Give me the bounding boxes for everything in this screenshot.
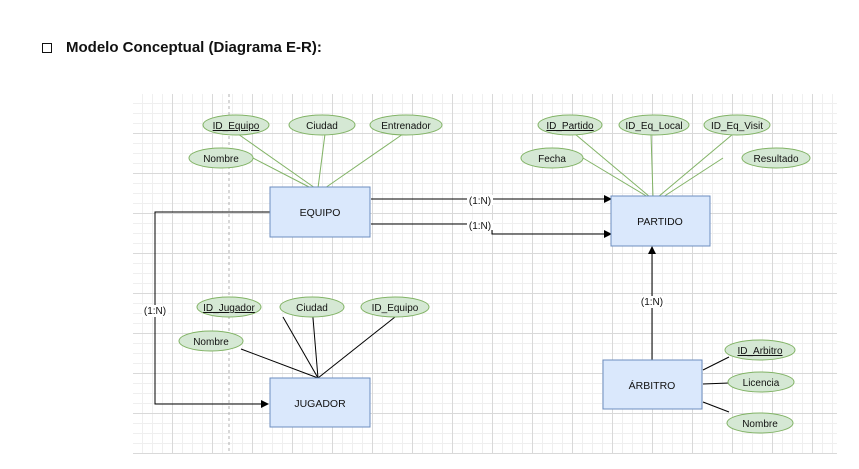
attribute-jugador-id-equipo[interactable]: ID_Equipo [360,296,430,318]
attribute-partido-fecha[interactable]: Fecha [520,147,584,169]
attribute-equipo-id-label: ID_Equipo [213,121,260,132]
attribute-equipo-nombre-label: Nombre [203,154,239,165]
attribute-partido-resultado-label: Resultado [753,154,798,165]
relation-label-equipo-partido-1: (1:N) [469,196,491,207]
attribute-partido-id-label: ID_Partido [546,121,594,132]
attribute-equipo-ciudad[interactable]: Ciudad [288,114,356,136]
relation-label-equipo-partido-2: (1:N) [469,221,491,232]
attribute-partido-fecha-label: Fecha [538,154,566,165]
attribute-jugador-ciudad[interactable]: Ciudad [279,296,345,318]
attribute-partido-resultado[interactable]: Resultado [741,147,811,169]
checkbox-bullet-icon [42,42,52,53]
attribute-equipo-entrenador-label: Entrenador [381,121,431,132]
attribute-arbitro-licencia-label: Licencia [743,378,780,389]
attribute-partido-eq-local-label: ID_Eq_Local [625,121,682,132]
entity-arbitro-label: ÁRBITRO [629,379,676,392]
attribute-arbitro-id[interactable]: ID_Arbitro [724,339,796,361]
attribute-partido-eq-visit-label: ID_Eq_Visit [711,121,763,132]
attribute-partido-id[interactable]: ID_Partido [537,114,603,136]
relation-label-arbitro-partido: (1:N) [641,297,663,308]
attribute-arbitro-nombre[interactable]: Nombre [726,412,794,434]
er-diagram-canvas: (1:N) (1:N) (1:N) (1:N) EQUIPO PARTIDO J… [133,94,837,454]
relation-label-equipo-jugador: (1:N) [144,306,166,317]
attribute-jugador-ciudad-label: Ciudad [296,303,328,314]
attribute-arbitro-nombre-label: Nombre [742,419,778,430]
attribute-jugador-id[interactable]: ID_Jugador [196,296,262,318]
attribute-equipo-nombre[interactable]: Nombre [188,147,254,169]
er-diagram: (1:N) (1:N) (1:N) (1:N) EQUIPO PARTIDO J… [142,94,811,454]
attribute-arbitro-licencia[interactable]: Licencia [727,371,795,393]
attribute-partido-eq-local[interactable]: ID_Eq_Local [618,114,690,136]
entity-partido-label: PARTIDO [637,216,683,228]
entity-jugador-label: JUGADOR [294,398,346,410]
entity-arbitro[interactable]: ÁRBITRO [602,359,703,410]
attribute-connectors [237,133,734,198]
attribute-jugador-nombre-label: Nombre [193,337,229,348]
entity-partido[interactable]: PARTIDO [610,195,711,247]
entity-equipo[interactable]: EQUIPO [269,186,371,238]
section-heading: Modelo Conceptual (Diagrama E-R): [42,39,322,56]
attribute-equipo-id[interactable]: ID_Equipo [202,114,270,136]
entity-equipo-label: EQUIPO [300,207,341,219]
heading-title: Modelo Conceptual (Diagrama E-R): [66,39,322,56]
attribute-jugador-id-equipo-label: ID_Equipo [372,303,419,314]
attribute-equipo-ciudad-label: Ciudad [306,121,338,132]
attribute-jugador-nombre[interactable]: Nombre [178,330,244,352]
attribute-partido-eq-visit[interactable]: ID_Eq_Visit [703,114,771,136]
attribute-equipo-entrenador[interactable]: Entrenador [369,114,443,136]
entity-jugador[interactable]: JUGADOR [269,377,371,428]
attribute-jugador-id-label: ID_Jugador [203,303,255,314]
attribute-arbitro-id-label: ID_Arbitro [737,346,782,357]
